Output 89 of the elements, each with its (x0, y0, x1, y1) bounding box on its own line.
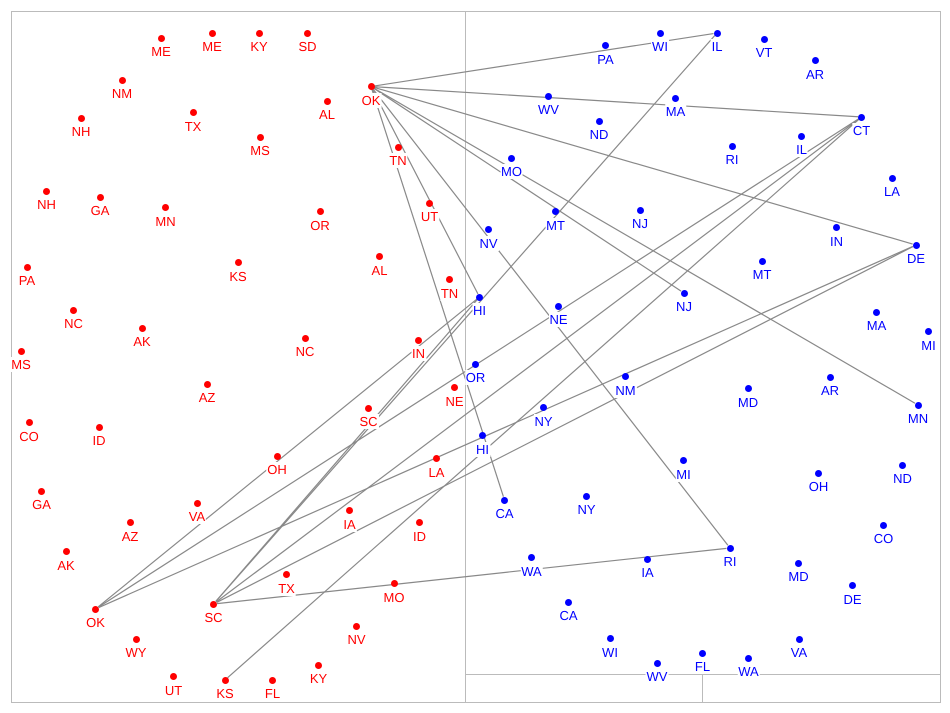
node-label: NC (63, 316, 84, 331)
node-label: SC (358, 414, 379, 429)
node-label: NM (110, 86, 134, 101)
node-label: IN (411, 346, 426, 361)
node-label: RI (724, 152, 740, 167)
node-label: WI (651, 39, 669, 54)
node-label: MO (500, 164, 523, 179)
connector-line (374, 88, 682, 292)
node-label: KY (249, 39, 269, 54)
node-label: UT (420, 209, 440, 224)
node-label: IL (795, 142, 808, 157)
node-label: FL (694, 659, 712, 674)
node-label: NH (36, 197, 57, 212)
node-label: MT (545, 218, 566, 232)
node-label: NY (576, 502, 597, 517)
node-label: CO (872, 531, 894, 546)
node-label: VT (754, 45, 774, 60)
node-label: ND (588, 127, 610, 142)
node-label: HI (475, 442, 490, 456)
node-label: OK (360, 92, 382, 108)
node-label: MO (382, 590, 406, 604)
connector-line (374, 32, 714, 87)
node-label: RI (722, 554, 738, 569)
connector-line (216, 548, 727, 604)
node-label: AK (132, 334, 152, 349)
node-label: OR (309, 218, 331, 232)
node-label: VA (188, 509, 206, 524)
node-label: OH (808, 479, 830, 494)
connector-line (98, 118, 859, 608)
node-label: KY (308, 671, 328, 686)
connector-line (98, 246, 914, 608)
node-label: CA (558, 608, 579, 623)
node-label: IL (710, 39, 724, 54)
connector-line (372, 90, 504, 497)
node-label: KS (228, 268, 248, 284)
node-label: FL (264, 686, 282, 701)
node-label: WY (124, 645, 148, 660)
node-label: WV (646, 669, 668, 684)
node-label: NC (294, 344, 316, 359)
node-label: AZ (198, 390, 216, 405)
node-label: PA (596, 52, 615, 66)
node-label: GA (90, 203, 110, 218)
node-label: OH (266, 462, 288, 477)
node-label: NY (533, 414, 554, 428)
node-label: MA (664, 104, 686, 119)
node-label: PA (18, 273, 36, 288)
node-label: SD (297, 39, 318, 54)
node-label: CT (852, 123, 872, 138)
node-label: KS (215, 686, 235, 701)
node-label: WA (737, 664, 760, 679)
connector-line (216, 246, 914, 603)
node-label: MN (906, 411, 930, 426)
node-label: HI (472, 303, 487, 318)
connector-line (374, 86, 858, 118)
node-label: ME (150, 44, 172, 59)
node-label: AL (318, 107, 336, 122)
node-label: LA (883, 184, 901, 199)
connector-line (98, 298, 478, 608)
connector-line (215, 35, 716, 602)
node-label: MD (787, 569, 810, 584)
node-label: OK (85, 615, 106, 630)
node-label: NE (548, 312, 569, 327)
node-label: MT (752, 267, 772, 282)
connector-line (374, 88, 916, 404)
node-label: MA (866, 318, 888, 333)
node-label: MS (249, 143, 271, 158)
node-label: VA (790, 645, 808, 660)
node-label: ME (201, 39, 223, 54)
node-label: MS (10, 357, 32, 372)
node-label: ND (892, 471, 913, 486)
node-label: NH (70, 124, 92, 139)
node-label: SC (203, 610, 224, 625)
node-label: NV (346, 632, 367, 647)
node-label: TN (388, 153, 408, 168)
node-label: DE (906, 251, 926, 266)
node-label: OR (464, 370, 486, 385)
node-label: CA (494, 506, 515, 521)
connector-line (374, 86, 913, 245)
node-label: NV (478, 236, 499, 250)
connector-line (372, 88, 728, 546)
connector-line (372, 89, 478, 294)
node-label: GA (31, 497, 52, 512)
node-label: NJ (631, 216, 649, 231)
node-label: ID (92, 433, 106, 448)
node-label: NJ (675, 299, 693, 314)
node-label: WV (537, 102, 560, 117)
node-label: CO (18, 428, 40, 444)
node-label: IA (640, 565, 655, 580)
node-label: AR (820, 383, 840, 398)
